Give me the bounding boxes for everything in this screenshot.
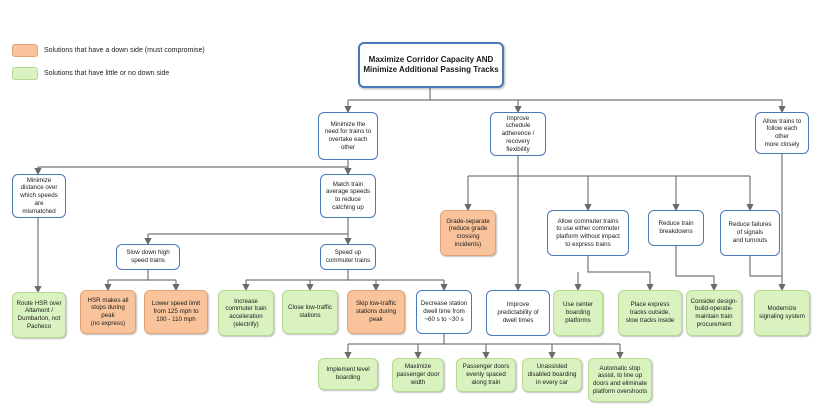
- node-minimize-need-overtake: Minimize the need for trains to overtake…: [318, 112, 378, 160]
- node-auto-stop-assist: Automatic stop assist, to line up doors …: [588, 358, 652, 402]
- node-design-build: Consider design- build-operate- maintain…: [686, 290, 742, 336]
- node-modernize-signaling: Modernize signaling system: [754, 290, 810, 336]
- node-express-outside: Place express tracks outside, slow track…: [618, 290, 682, 336]
- node-unassisted-disabled: Unassisted disabled boarding in every ca…: [522, 358, 582, 392]
- node-increase-accel: Increase commuter train acceleration (el…: [218, 290, 274, 336]
- node-improve-schedule: Improve schedule adherence / recovery fl…: [490, 112, 546, 156]
- node-center-boarding: Use center boarding platforms: [553, 290, 603, 336]
- node-reduce-failures: Reduce failures of signals and turnouts: [720, 210, 780, 256]
- legend-swatch-no-downside: [12, 67, 38, 80]
- node-level-boarding: Implement level boarding: [318, 358, 378, 390]
- node-slow-down-hs: Slow down high speed trains: [116, 244, 180, 270]
- node-decrease-dwell: Decrease station dwell time from ~60 s t…: [416, 290, 472, 334]
- node-hsr-all-stops: HSR makes all stops during peak (no expr…: [80, 290, 136, 334]
- node-lower-speed-limit: Lower speed limit from 125 mph to 100 - …: [144, 290, 208, 334]
- node-reduce-breakdowns: Reduce train breakdowns: [648, 210, 704, 246]
- node-skip-low-traffic: Skip low-traffic stations during peak: [347, 290, 405, 334]
- legend-label-compromise: Solutions that have a down side (must co…: [44, 47, 205, 54]
- node-doors-evenly: Passenger doors evenly spaced along trai…: [456, 358, 516, 392]
- node-grade-separate: Grade-separate (reduce grade crossing in…: [440, 210, 496, 256]
- root-goal-node: Maximize Corridor Capacity AND Minimize …: [358, 42, 504, 88]
- node-allow-commuter-either: Allow commuter trains to use either comm…: [547, 210, 629, 256]
- node-minimize-distance: Minimize distance over which speeds are …: [12, 174, 66, 218]
- node-max-door-width: Maximize passenger door width: [392, 358, 444, 392]
- node-allow-follow-closely: Allow trains to follow each other more c…: [755, 112, 809, 154]
- legend-swatch-compromise: [12, 44, 38, 57]
- node-close-low-traffic: Close low-traffic stations: [282, 290, 338, 334]
- legend-label-no-downside: Solutions that have little or no down si…: [44, 70, 170, 77]
- node-match-speeds: Match train average speeds to reduce cat…: [320, 174, 376, 218]
- node-route-hsr: Route HSR over Altamont / Dumbarton, not…: [12, 292, 66, 338]
- node-improve-predictability: Improve predictability of dwell times: [486, 290, 550, 336]
- node-speed-up-commuter: Speed up commuter trains: [320, 244, 376, 270]
